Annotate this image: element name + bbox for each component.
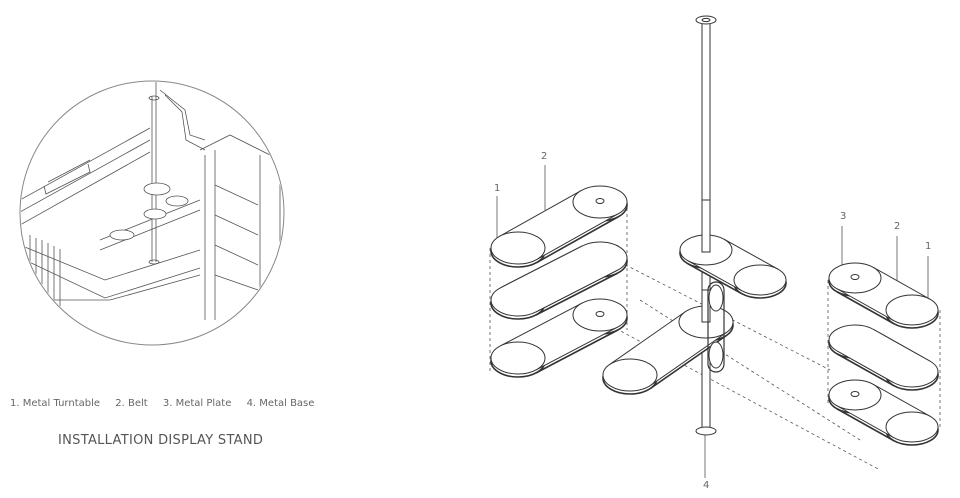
belt-edge — [836, 291, 895, 325]
center-belt-top — [679, 234, 787, 299]
belt-edge — [535, 329, 619, 374]
legend-item-plate: 3. Metal Plate — [162, 398, 232, 409]
parts-legend: 1. Metal Turntable 2. Belt 3. Metal Plat… — [10, 398, 326, 409]
callout-right-1: 1 — [925, 241, 932, 252]
vertical-pulley — [708, 284, 724, 312]
belt-edge — [836, 405, 895, 439]
left-plate — [490, 241, 628, 320]
belt-edge — [723, 238, 779, 270]
legend-item-belt: 2. Belt — [115, 398, 148, 409]
plate-top — [490, 241, 628, 317]
left-belt-top — [490, 185, 628, 268]
legend-item-base: 4. Metal Base — [246, 398, 315, 409]
belt-edge — [499, 189, 582, 237]
callout-right-2: 2 — [894, 221, 901, 232]
vertical-belt-loop — [707, 281, 725, 373]
hole-icon — [595, 198, 605, 204]
belt-edge — [836, 288, 895, 322]
vertical-pulley — [708, 341, 724, 369]
callout-left-2: 2 — [541, 151, 548, 162]
turntable — [490, 231, 546, 265]
turntable — [885, 294, 939, 326]
callout-left-1: 1 — [494, 183, 501, 194]
belt-edge — [536, 215, 619, 264]
right-belt-top — [828, 262, 939, 329]
callout-right-3: 3 — [840, 211, 847, 222]
plate-top — [828, 324, 939, 388]
exploded-parts — [489, 15, 941, 478]
installation-scene-circle — [19, 80, 285, 346]
belt-edge — [836, 408, 895, 442]
callout-bottom-4: 4 — [703, 480, 710, 491]
turntable — [602, 358, 658, 392]
hole-icon — [595, 311, 605, 317]
belt-edge — [872, 266, 931, 300]
turntable — [733, 264, 787, 296]
belt-edge — [609, 311, 686, 366]
belt-edge — [687, 263, 743, 295]
pole-top-hole — [701, 17, 711, 23]
metal-base — [695, 426, 717, 436]
turntable — [490, 341, 546, 375]
belt-edge — [836, 353, 895, 387]
hole-icon — [850, 274, 860, 280]
guide-line — [599, 319, 881, 471]
turntable — [885, 411, 939, 443]
legend-item-turntable: 1. Metal Turntable — [10, 398, 101, 409]
belt-edge — [499, 302, 583, 347]
left-belt-bottom — [490, 298, 628, 378]
hole-icon — [850, 391, 860, 397]
belt-edge — [872, 383, 931, 417]
right-plate — [828, 324, 939, 391]
belt-edge — [687, 260, 743, 292]
pole-segment — [701, 199, 711, 253]
belt-edge — [650, 331, 727, 386]
center-belt-bottom — [602, 305, 734, 395]
diagram-title: INSTALLATION DISPLAY STAND — [58, 433, 264, 448]
belt-edge — [535, 326, 619, 371]
belt-edge — [535, 272, 619, 316]
belt-edge — [536, 213, 619, 261]
right-belt-bottom — [828, 379, 939, 446]
